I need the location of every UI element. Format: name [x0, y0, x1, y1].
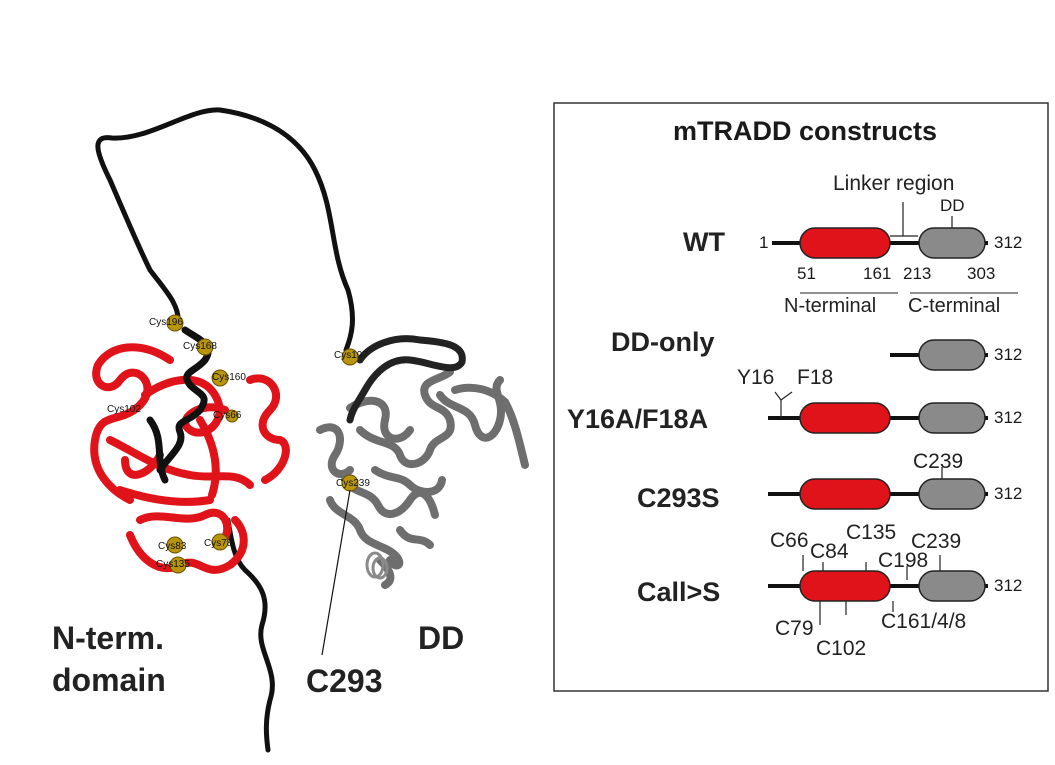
- mutation-y16: Y16: [737, 366, 775, 389]
- construct-name-call-s: Call>S: [637, 577, 721, 607]
- wt-pos-303: 303: [967, 264, 996, 283]
- n-terminal-helix: [146, 326, 212, 484]
- cysteine-spheres: [166, 314, 359, 574]
- panel-title: mTRADD constructs: [673, 116, 938, 146]
- linker-region-label: Linker region: [833, 172, 955, 195]
- c293-label: C293: [306, 663, 383, 699]
- mutation-c66: C66: [770, 529, 809, 552]
- wt-start: 1: [759, 233, 769, 252]
- construct-call-s-diagram: [768, 555, 988, 625]
- linker-loop: [95, 107, 355, 353]
- construct-name-y16a-f18a: Y16A/F18A: [567, 404, 709, 434]
- cys-label: Cys197: [334, 350, 368, 361]
- mutation-c239: C239: [913, 450, 964, 473]
- cys-label: Cys78: [204, 538, 233, 549]
- dd-upper-loop: [346, 335, 466, 424]
- mutation-c161-4-8: C161/4/8: [881, 610, 967, 633]
- wt-end: 312: [994, 233, 1023, 252]
- cys-label: Cys196: [149, 317, 183, 328]
- wt-pos-51: 51: [797, 264, 816, 283]
- mutation-f18: F18: [797, 366, 834, 389]
- cys-label: Cys102: [107, 404, 141, 415]
- c-terminal-tail: [225, 517, 275, 753]
- construct-wt-diagram: [772, 202, 1018, 294]
- dd-structure-label: DD: [418, 620, 465, 656]
- mutation-c84: C84: [810, 540, 849, 563]
- cys-label: Cys168: [183, 341, 217, 352]
- dd-coil: [365, 551, 389, 580]
- mutation-c102: C102: [816, 637, 867, 660]
- c293s-end: 312: [994, 484, 1023, 503]
- cys-label: Cys239: [336, 478, 370, 489]
- dd-domain-label: DD: [940, 196, 965, 215]
- mutation-c135: C135: [846, 521, 897, 544]
- construct-name-dd-only: DD-only: [611, 327, 715, 357]
- cys-label: Cys160: [212, 372, 246, 383]
- n-term-label-line1: N-term.: [52, 620, 165, 656]
- mutation-c198: C198: [878, 549, 929, 572]
- mutation-c79: C79: [775, 617, 814, 640]
- cys-label: Cys66: [213, 410, 242, 421]
- mutation-c239-call: C239: [911, 530, 962, 553]
- construct-c293s-diagram: [768, 467, 988, 510]
- construct-dd-only-diagram: [890, 339, 988, 371]
- construct-name-wt: WT: [683, 227, 725, 257]
- y16a-end: 312: [994, 408, 1023, 427]
- wt-pos-161: 161: [863, 264, 892, 283]
- wt-pos-213: 213: [903, 264, 932, 283]
- dd-only-end: 312: [994, 345, 1023, 364]
- call-s-end: 312: [994, 576, 1023, 595]
- c-terminal-label: C-terminal: [908, 295, 1001, 317]
- cys-label: Cys83: [158, 541, 187, 552]
- c293-pointer: [321, 489, 351, 656]
- constructs-panel-border: [553, 102, 1049, 692]
- death-domain-ribbons: [316, 368, 529, 589]
- construct-y16a-f18a-diagram: [768, 391, 988, 434]
- n-terminal-label: N-terminal: [784, 295, 877, 317]
- n-term-label-line2: domain: [52, 662, 166, 698]
- n-terminal-ribbons: [90, 343, 290, 574]
- construct-name-c293s: C293S: [637, 483, 720, 513]
- cys-label: Cys135: [156, 559, 190, 570]
